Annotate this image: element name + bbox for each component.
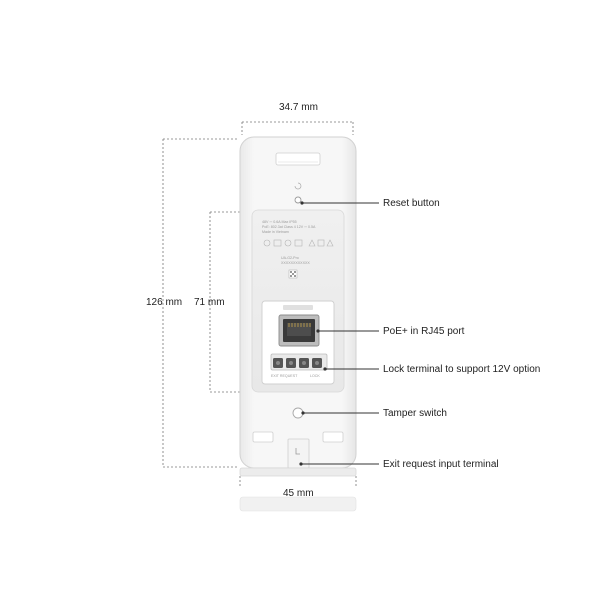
bottom-clip-right bbox=[322, 431, 344, 443]
exit-request-label: Exit request input terminal bbox=[383, 459, 499, 470]
top-width-label: 34.7 mm bbox=[279, 102, 318, 113]
tamper-switch-label: Tamper switch bbox=[383, 408, 447, 419]
terminal-label-right: LOCK bbox=[310, 374, 320, 378]
lock-terminal-label: Lock terminal to support 12V option bbox=[383, 364, 541, 375]
qr-code bbox=[288, 269, 298, 279]
label-line-2: PoE: 802.3at Class 4 12V ⎓ 0.5A bbox=[262, 225, 316, 229]
label-line-1: 48V ⎓ 0.6A Max IP55 bbox=[262, 220, 297, 224]
device-base-shadow bbox=[239, 496, 357, 512]
port-cavity-top-tab bbox=[283, 305, 313, 310]
total-height-dimension bbox=[162, 138, 238, 468]
mount-slot-top bbox=[275, 152, 321, 166]
top-width-dimension bbox=[241, 121, 354, 135]
callout-dots bbox=[299, 201, 327, 466]
device-bottom-edge bbox=[239, 467, 357, 477]
label-model: UA-G2-Pro bbox=[281, 256, 299, 260]
label-serial: XXXXXXXXXXXX bbox=[281, 261, 310, 265]
terminal-label-left: EXIT REQUEST bbox=[271, 374, 298, 378]
callout-leaders bbox=[301, 202, 379, 465]
label-line-3: Made in Vietnam bbox=[262, 230, 289, 234]
panel-height-dimension bbox=[209, 211, 240, 393]
rj45-port-label: PoE+ in RJ45 port bbox=[383, 326, 465, 337]
bottom-width-dimension bbox=[239, 476, 357, 486]
reset-icon bbox=[294, 182, 302, 190]
lock-terminal[interactable] bbox=[270, 353, 328, 371]
panel-height-label: 71 mm bbox=[194, 297, 225, 308]
reset-button[interactable] bbox=[294, 196, 302, 204]
certification-icons bbox=[263, 239, 334, 247]
bottom-width-label: 45 mm bbox=[283, 488, 314, 499]
bottom-clip-left bbox=[252, 431, 274, 443]
reset-button-label: Reset button bbox=[383, 198, 440, 209]
total-height-label: 126 mm bbox=[146, 297, 183, 308]
